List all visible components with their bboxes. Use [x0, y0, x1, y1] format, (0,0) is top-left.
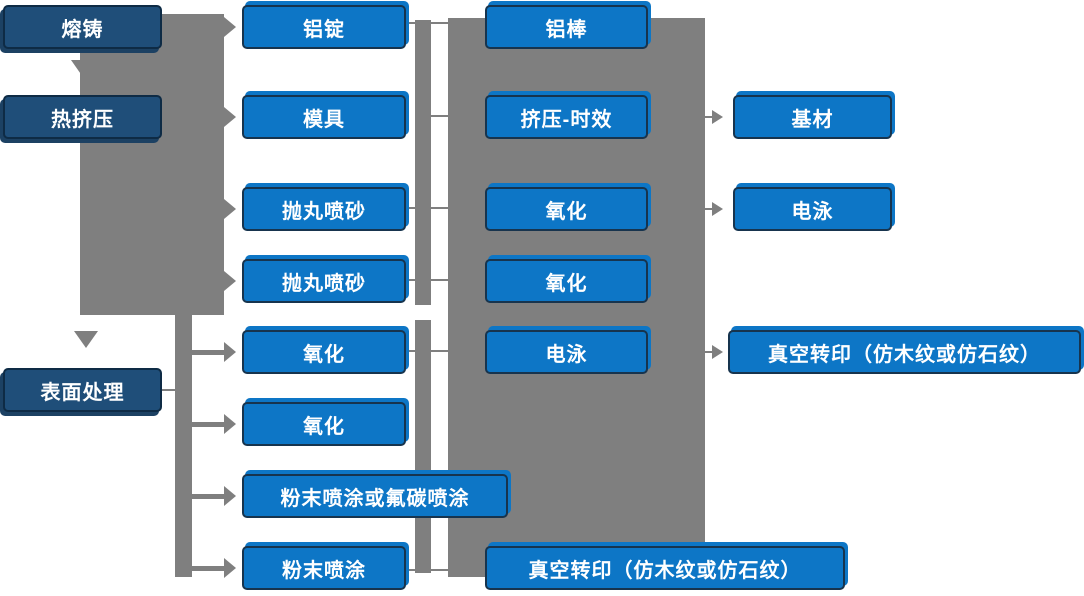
mid-narrow-band-upper: [415, 20, 431, 305]
stub-row7: [192, 494, 226, 499]
node-vacuum-transfer-right: 真空转印（仿木纹或仿石纹）: [728, 330, 1081, 374]
node-mold: 模具: [242, 95, 406, 139]
arrow-down-to-surface-treatment: [74, 331, 98, 348]
arrow-to-substrate: [712, 110, 723, 124]
left-connector-strip: [175, 315, 192, 577]
node-oxidation-3: 氧化: [485, 187, 648, 231]
node-substrate: 基材: [733, 95, 892, 139]
arrow-to-shot-blast-1: [224, 199, 236, 219]
arrow-to-vacuum-transfer: [712, 345, 723, 359]
line-oxidation-1-row: [406, 350, 448, 352]
line-surface-treatment: [162, 389, 175, 391]
node-electrophoresis-2: 电泳: [733, 187, 892, 231]
node-melt-cast: 熔铸: [3, 5, 162, 49]
arrow-to-shot-blast-2: [224, 271, 236, 291]
node-oxidation-2: 氧化: [242, 402, 406, 446]
node-al-rod: 铝棒: [485, 5, 648, 49]
left-connector-band: [80, 14, 224, 315]
stub-row8: [192, 566, 226, 571]
node-shot-blast-1: 抛丸喷砂: [242, 187, 406, 231]
arrow-to-electrophoresis: [712, 202, 723, 216]
mid-narrow-band-lower: [415, 320, 431, 573]
line-extrusion-aging-out: [703, 116, 714, 118]
node-powder-coating: 粉末喷涂: [242, 546, 406, 590]
arrow-to-mold: [224, 107, 236, 127]
arrow-to-al-ingot: [224, 17, 236, 37]
arrow-to-powder-coating: [224, 558, 236, 578]
stub-row6: [192, 422, 226, 427]
node-hot-extrusion: 热挤压: [3, 95, 162, 139]
stub-row5: [192, 350, 226, 355]
line-shot-blast-1-row: [406, 207, 448, 209]
node-al-ingot: 铝锭: [242, 5, 406, 49]
node-vacuum-transfer-bottom: 真空转印（仿木纹或仿石纹）: [485, 546, 845, 590]
arrow-to-oxidation-2: [224, 414, 236, 434]
node-extrusion-aging: 挤压-时效: [485, 95, 648, 139]
line-shot-blast-2-row: [406, 279, 448, 281]
arrow-to-oxidation-1: [224, 342, 236, 362]
line-powder-coating-row: [406, 569, 487, 571]
node-oxidation-4: 氧化: [485, 259, 648, 303]
line-al-ingot-row: [406, 22, 448, 24]
node-surface-treatment: 表面处理: [3, 368, 162, 412]
arrow-down-to-hot-extrusion: [71, 60, 99, 80]
node-shot-blast-2: 抛丸喷砂: [242, 259, 406, 303]
node-electrophoresis-1: 电泳: [485, 330, 648, 374]
line-mold-row: [431, 115, 448, 117]
line-electrophoresis-out: [703, 351, 714, 353]
arrow-to-powder-fluorocarbon: [224, 486, 236, 506]
node-oxidation-1: 氧化: [242, 330, 406, 374]
node-powder-or-fluorocarbon-coating: 粉末喷涂或氟碳喷涂: [242, 474, 508, 518]
line-oxidation-out: [703, 208, 714, 210]
